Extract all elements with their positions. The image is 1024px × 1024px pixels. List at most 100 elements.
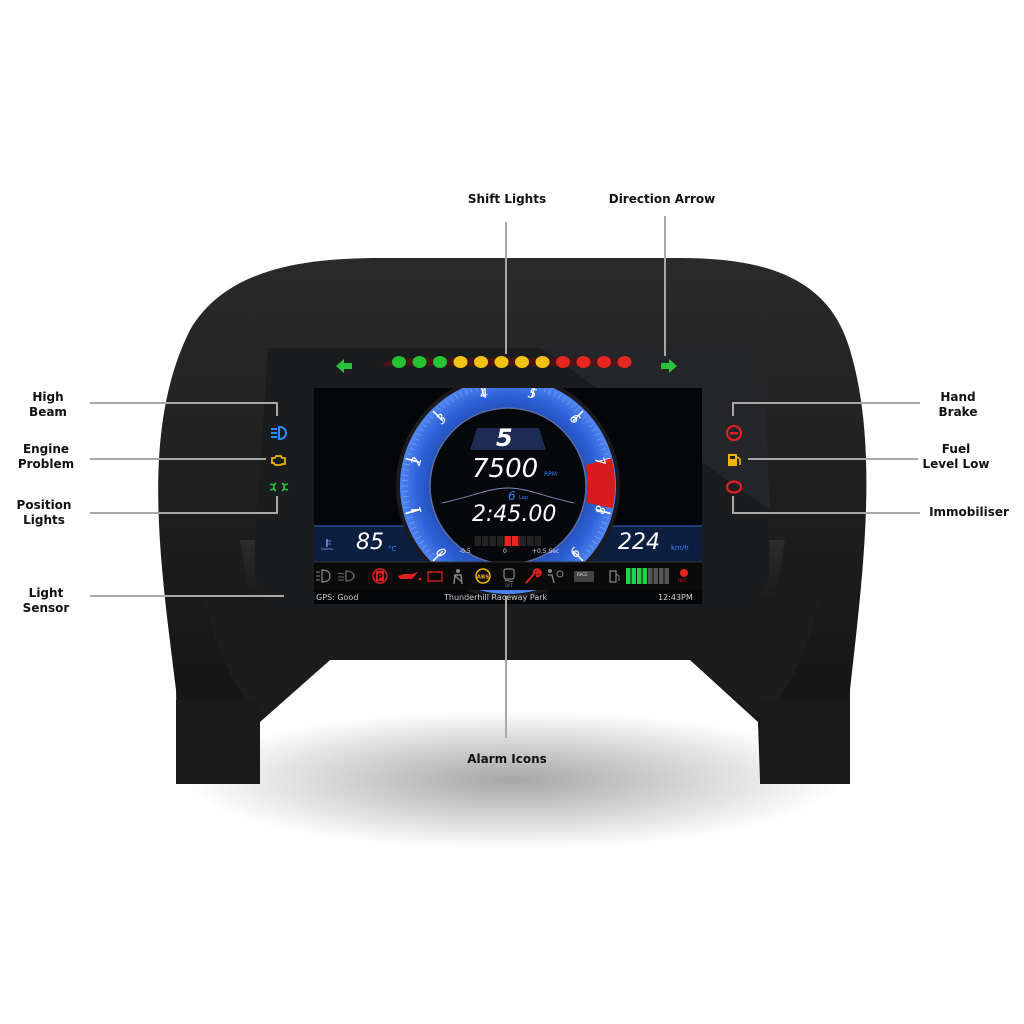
position-lights-leader [90,512,278,514]
tach-tick [596,457,611,463]
lap-time: 2:45.00 [472,502,557,527]
tach-tick [538,388,541,391]
fuel-level-bar [626,568,669,584]
svg-text:OFF: OFF [505,583,513,588]
left-arrow-icon [336,359,352,373]
lap-label: Lap [519,495,529,501]
shift-light [535,356,550,368]
shift-lights-leader [505,222,507,354]
direction-arrow-label: Direction Arrow [608,192,716,206]
fuel-pump-icon [609,570,620,583]
gps-status: GPS: Good [316,593,359,602]
svg-text:P: P [377,573,383,582]
fuel-level-segment [659,568,664,584]
tach-tick [588,544,594,549]
hand-brake-leader-tick [732,402,734,416]
tach-tick [596,531,603,535]
immobiliser-leader [732,512,920,514]
shift-light [576,356,591,368]
tach-tick [429,414,434,420]
shift-light [556,356,570,368]
immobiliser-leader-tick [732,496,734,514]
tach-tick [445,400,450,406]
hand-brake-label-line2: Brake [938,405,978,419]
tach-tick [566,400,571,406]
high-beam-leader [90,402,278,404]
tach-tick [425,548,431,553]
tach-tick [413,437,420,441]
shift-light [392,356,406,368]
shift-light [617,356,632,368]
shift-light [453,356,468,368]
tach-tick [408,521,415,525]
tach-tick [408,447,415,451]
tach-tick [407,452,413,456]
tach-tick [404,463,411,466]
tach-tick [402,496,409,498]
tach-tick [422,544,428,549]
delta-zero-label: 0 [503,548,507,555]
immobiliser-label: Immobiliser [929,505,1009,519]
tach-tick [601,521,608,525]
fuel-level-segment [642,568,647,584]
tach-tick [459,391,463,398]
tach-tick [404,506,411,509]
tach-tick [572,550,584,562]
position-lights-leader-tick [276,496,278,514]
tach-tick [596,437,603,441]
rpm-value: 7500 [472,454,539,484]
tach-tick [418,540,425,544]
tach-tick [596,509,611,515]
fuel-low-icon [724,450,744,470]
shift-light [474,356,488,368]
tach-tick [599,526,605,530]
hand-brake-leader [732,402,920,404]
tach-tick [416,535,422,540]
gear-indicator: 5 [496,424,513,452]
tach-tick [594,432,600,437]
light-sensor-leader [90,595,284,597]
tach-tick [407,516,413,520]
parking-brake-icon: P [372,568,388,584]
fuel-level-segment [637,568,642,584]
fuel-level-segment [648,568,653,584]
engine-problem-label-line2: Problem [17,457,75,471]
high-beam-label-line1: High [32,390,64,404]
tach-tick [562,396,566,403]
hand-brake-label-line1: Hand [940,390,976,404]
tach-tick [436,407,442,412]
tachometer [314,388,702,598]
tach-tick [454,394,459,400]
engine-problem-label-line1: Engine [22,442,70,456]
shift-light [433,356,447,368]
race-mode-icon [574,571,594,582]
tach-tick [403,501,410,503]
tach-tick [601,447,608,451]
light-sensor-label-line2: Sensor [22,601,70,615]
position-lights-label-line2: Lights [23,513,65,527]
low-beam-icon [337,570,355,582]
tach-tick [429,552,434,558]
seatbelt-icon [453,569,463,585]
tach-tick [572,410,584,422]
tach-tick [605,506,612,509]
fuel-level-low-label-line1: Fuel [941,442,971,456]
rec-label: REC [678,579,688,584]
tach-tick [599,442,605,446]
alarm-icons-row: P ABS OFF RACE REC [314,564,702,588]
speed-value: 224 [618,530,660,555]
alarm-icons-leader [505,596,507,738]
position-lights-label-line1: Position [16,498,72,512]
tach-tick [425,419,431,424]
wrench-icon [525,568,542,584]
delta-max-label: +0.5 Sec [532,548,560,555]
clock: 12:43PM [658,593,693,602]
tach-tick [441,403,446,409]
light-sensor-label-line1: Light [28,586,64,600]
svg-text:ABS: ABS [477,575,489,581]
oil-pressure-icon [398,572,422,581]
tach-tick [582,552,587,558]
tach-tick [403,469,410,471]
tach-tick [553,391,557,398]
